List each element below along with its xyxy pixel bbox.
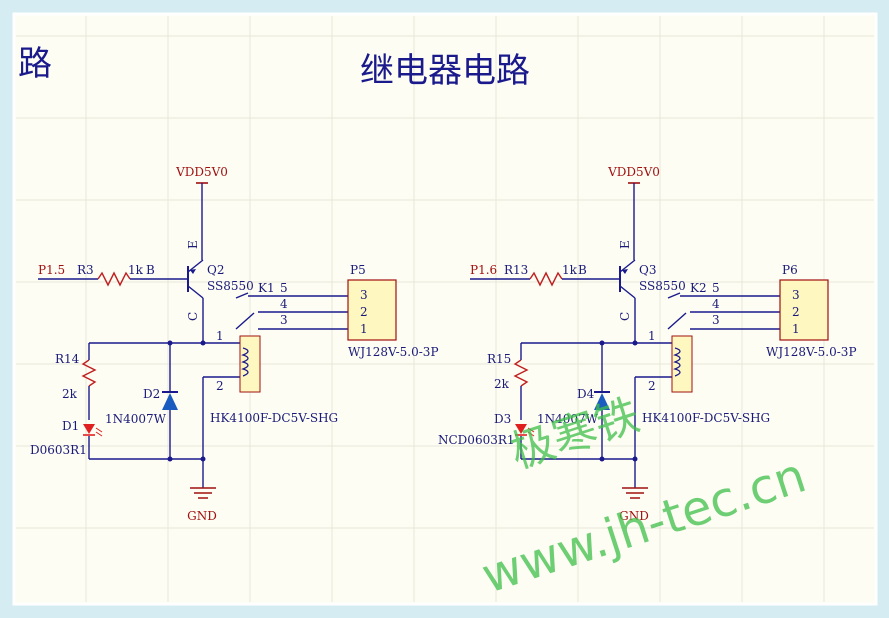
resistor-led-symbol bbox=[81, 359, 97, 387]
vdd-label: VDD5V0 bbox=[607, 165, 660, 179]
junction bbox=[200, 340, 206, 346]
diode-symbol bbox=[162, 393, 178, 410]
connector-pin: 3 bbox=[360, 288, 368, 302]
connector-pin: 3 bbox=[792, 288, 800, 302]
connector-part: WJ128V-5.0-3P bbox=[348, 345, 439, 359]
led-ref: D3 bbox=[494, 412, 511, 426]
net-input-label: P1.6 bbox=[470, 263, 497, 277]
corner-title: 路 bbox=[18, 44, 52, 84]
vdd-label: VDD5V0 bbox=[175, 165, 228, 179]
diode-part: 1N4007W bbox=[105, 412, 167, 426]
contact-wire bbox=[667, 292, 681, 299]
connector-body bbox=[347, 279, 397, 341]
resistor-base-symbol bbox=[97, 271, 131, 287]
relay-coil-winding bbox=[673, 347, 681, 377]
relay-coil-winding bbox=[241, 347, 249, 377]
relay-ref: K2 bbox=[690, 281, 707, 295]
relay-part: HK4100F-DC5V-SHG bbox=[642, 411, 770, 425]
led-ref: D1 bbox=[62, 419, 79, 433]
transistor-ref: Q3 bbox=[639, 263, 656, 277]
resistor-led-symbol bbox=[513, 359, 529, 387]
base-pin-label: B bbox=[146, 263, 155, 277]
led-ray bbox=[527, 431, 535, 437]
contact-wire bbox=[235, 292, 249, 299]
resistor-led-value: 2k bbox=[62, 387, 78, 401]
resistor-base-value: 1k bbox=[562, 263, 578, 277]
relay-coil-body bbox=[239, 335, 261, 393]
resistor-base-ref: R3 bbox=[77, 263, 94, 277]
junction bbox=[632, 340, 638, 346]
led-part: D0603R1 bbox=[30, 443, 87, 457]
resistor-led-value: 2k bbox=[494, 377, 510, 391]
transistor-collector-lead bbox=[619, 285, 636, 299]
resistor-base-symbol bbox=[529, 271, 563, 287]
gnd-label: GND bbox=[619, 509, 649, 523]
transistor-part: SS8550 bbox=[639, 279, 686, 293]
relay-pin-4: 4 bbox=[280, 297, 288, 311]
contact-arm bbox=[235, 312, 255, 330]
connector-pin: 2 bbox=[792, 305, 800, 319]
led-symbol bbox=[83, 424, 95, 434]
relay-pin-2: 2 bbox=[648, 379, 656, 393]
resistor-base-value: 1k bbox=[128, 263, 144, 277]
diode-part: 1N4007W bbox=[537, 412, 599, 426]
connector-pin: 1 bbox=[792, 322, 800, 336]
diode-symbol bbox=[594, 393, 610, 410]
transistor-ref: Q2 bbox=[207, 263, 224, 277]
transistor-arrow bbox=[190, 269, 196, 274]
diode-ref: D4 bbox=[577, 387, 595, 401]
led-symbol bbox=[515, 424, 527, 434]
relay-pin-3: 3 bbox=[280, 313, 288, 327]
diode-ref: D2 bbox=[143, 387, 160, 401]
contact-arm bbox=[667, 312, 687, 330]
transistor-part: SS8550 bbox=[207, 279, 254, 293]
junction bbox=[167, 456, 173, 462]
relay-pin-5: 5 bbox=[712, 281, 720, 295]
relay-part: HK4100F-DC5V-SHG bbox=[210, 411, 338, 425]
transistor-collector-lead bbox=[187, 285, 204, 299]
relay-coil-body bbox=[671, 335, 693, 393]
relay-circuit-1: P1.5 R3 1k B Q2 SS8550 E C VDD5V0 R14 2k bbox=[30, 165, 439, 523]
relay-ref: K1 bbox=[258, 281, 275, 295]
pin-e-label: E bbox=[618, 240, 632, 249]
relay-pin-2: 2 bbox=[216, 379, 224, 393]
connector-pin: 1 bbox=[360, 322, 368, 336]
junction bbox=[599, 456, 605, 462]
connector-ref: P5 bbox=[350, 263, 366, 277]
junction bbox=[200, 456, 206, 462]
base-pin-label: B bbox=[578, 263, 587, 277]
led-ray bbox=[95, 427, 103, 433]
pin-c-label: C bbox=[618, 312, 632, 321]
relay-pin-1: 1 bbox=[216, 329, 224, 343]
relay-pin-4: 4 bbox=[712, 297, 720, 311]
pin-e-label: E bbox=[186, 240, 200, 249]
pin-c-label: C bbox=[186, 312, 200, 321]
led-ray bbox=[95, 431, 103, 437]
connector-part: WJ128V-5.0-3P bbox=[766, 345, 857, 359]
relay-pin-3: 3 bbox=[712, 313, 720, 327]
resistor-led-ref: R15 bbox=[487, 352, 511, 366]
connector-body bbox=[779, 279, 829, 341]
led-part: NCD0603R1 bbox=[438, 433, 515, 447]
net-input-label: P1.5 bbox=[38, 263, 65, 277]
resistor-base-ref: R13 bbox=[504, 263, 528, 277]
page-title: 继电器电路 bbox=[360, 51, 530, 91]
junction bbox=[632, 456, 638, 462]
sheet-paper bbox=[12, 12, 878, 606]
gnd-label: GND bbox=[187, 509, 217, 523]
connector-ref: P6 bbox=[782, 263, 798, 277]
relay-circuit-2: P1.6 R13 1k B Q3 SS8550 E C VDD5V0 R15 2… bbox=[438, 165, 857, 523]
relay-pin-5: 5 bbox=[280, 281, 288, 295]
transistor-arrow bbox=[622, 269, 628, 274]
resistor-led-ref: R14 bbox=[55, 352, 80, 366]
connector-pin: 2 bbox=[360, 305, 368, 319]
relay-pin-1: 1 bbox=[648, 329, 656, 343]
led-ray bbox=[527, 427, 535, 433]
